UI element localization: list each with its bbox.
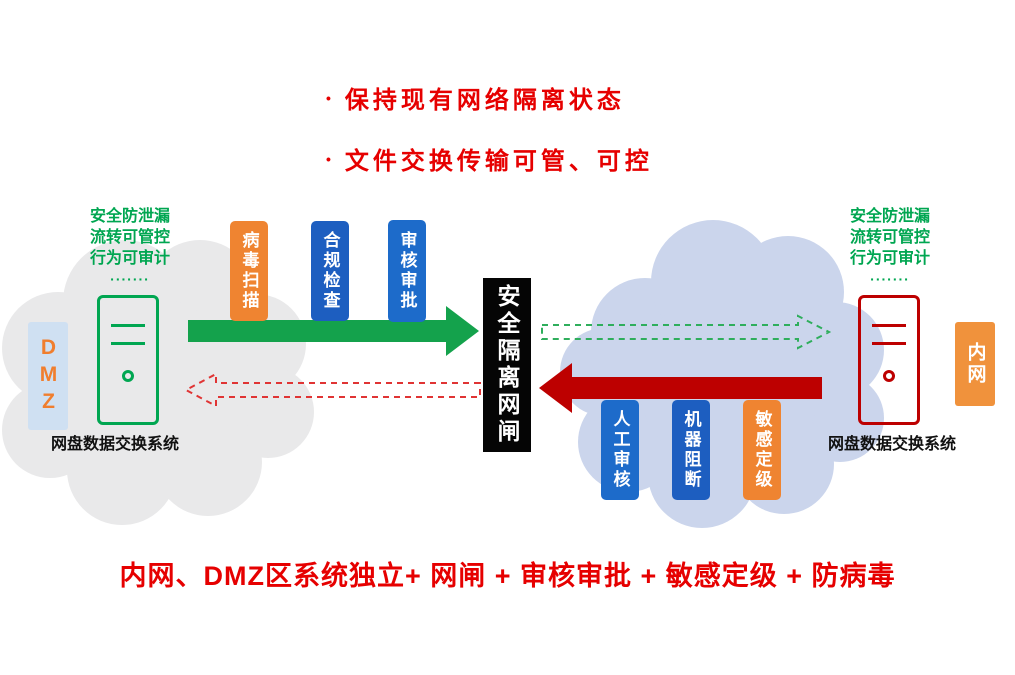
server-vent-line-icon — [111, 342, 145, 345]
server-vent-line-icon — [872, 324, 906, 327]
feature-line: 行为可审计 — [89, 250, 170, 267]
gateway-box: 安全隔离网闸 — [483, 278, 531, 452]
feature-list-dmz: 安全防泄漏 流转可管控 行为可审计 ······· — [64, 206, 196, 290]
system-label-dmz: 网盘数据交换系统 — [50, 436, 179, 453]
bullet-text: 保持现有网络隔离状态 — [344, 87, 625, 114]
bullet-item: • 文件交换传输可管、可控 — [326, 141, 653, 176]
dmz-zone-badge: DMZ — [28, 322, 68, 430]
step-machine-block: 机器阻断 — [672, 400, 710, 500]
bullet-marker-icon: • — [326, 150, 331, 167]
feature-line: 流转可管控 — [849, 229, 930, 246]
header-bullets: • 保持现有网络隔离状态 • 文件交换传输可管、可控 — [326, 80, 653, 202]
cloud-dmz — [2, 240, 314, 525]
server-vent-line-icon — [872, 342, 906, 345]
feature-line: 流转可管控 — [89, 229, 170, 246]
intranet-zone-badge: 内网 — [955, 322, 995, 406]
bullet-item: • 保持现有网络隔离状态 — [326, 80, 653, 115]
feature-ellipsis: ······· — [110, 271, 150, 287]
arrow-gateway-to-intranet-dashed — [541, 314, 832, 350]
server-power-circle-icon — [883, 370, 895, 382]
arrow-dmz-to-gateway-solid — [188, 306, 479, 356]
step-manual-review: 人工审核 — [601, 400, 639, 500]
server-icon-intranet — [858, 295, 920, 425]
feature-line: 安全防泄漏 — [849, 208, 930, 225]
step-sensitivity-rating: 敏感定级 — [743, 400, 781, 500]
server-power-circle-icon — [122, 370, 134, 382]
arrow-gateway-to-dmz-dashed — [183, 372, 481, 408]
bullet-text: 文件交换传输可管、可控 — [344, 148, 653, 175]
server-vent-line-icon — [111, 324, 145, 327]
arrow-intranet-to-gateway-solid — [539, 363, 822, 413]
footer-summary: 内网、DMZ区系统独立+ 网闸 + 审核审批 + 敏感定级 + 防病毒 — [119, 561, 896, 591]
server-icon-dmz — [97, 295, 159, 425]
step-virus-scan: 病毒扫描 — [230, 221, 268, 321]
step-compliance-check: 合规检查 — [311, 221, 349, 321]
feature-list-intranet: 安全防泄漏 流转可管控 行为可审计 ······· — [824, 206, 956, 290]
step-review-approval: 审核审批 — [388, 220, 426, 322]
bullet-marker-icon: • — [326, 89, 331, 106]
feature-line: 安全防泄漏 — [89, 208, 170, 225]
system-label-intranet: 网盘数据交换系统 — [827, 436, 956, 453]
feature-line: 行为可审计 — [849, 250, 930, 267]
feature-ellipsis: ······· — [870, 271, 910, 287]
